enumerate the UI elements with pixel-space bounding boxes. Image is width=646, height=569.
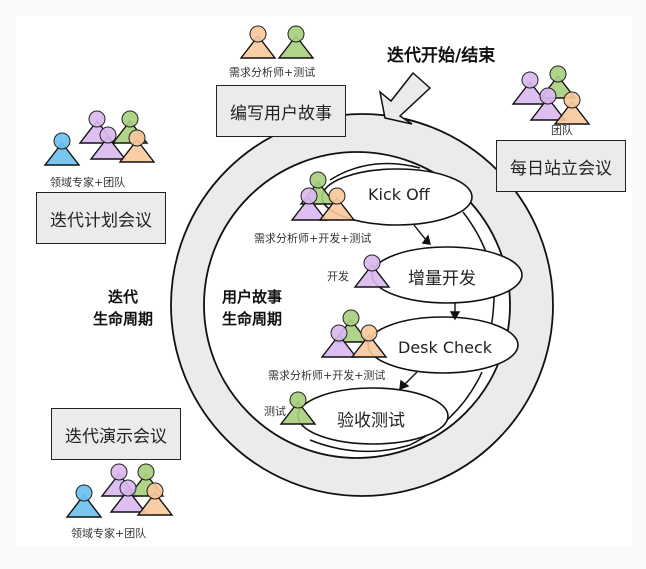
person-icon-developer [350,324,388,358]
incremental-dev-roles: 开发 [327,270,349,283]
iteration-ring-inner [203,151,511,459]
person-icon-domain-expert [43,132,81,166]
person-icon-analyst [353,254,391,288]
person-icon-analyst [529,87,567,121]
iteration-showcase-label: 迭代演示会议 [65,426,167,447]
write-story-roles: 需求分析师+测试 [229,66,316,79]
daily-standup-label: 每日站立会议 [510,158,612,179]
write-user-story-box[interactable]: 编写用户故事 [216,85,346,137]
standup-roles: 团队 [551,124,573,137]
person-icon-developer [318,187,356,221]
person-icon-tester [277,25,315,59]
person-icon-tester [279,391,317,425]
planning-roles: 领域专家+团队 [50,176,126,189]
kick-off-label: Kick Off [368,185,430,204]
acceptance-test-roles: 测试 [264,405,286,418]
story-cycle-arc [309,371,483,453]
person-icon-developer [239,25,277,59]
kick-off-roles: 需求分析师+开发+测试 [254,232,372,245]
person-icon-analyst [320,324,358,358]
person-icon-analyst [89,126,127,160]
write-user-story-label: 编写用户故事 [230,103,332,124]
iteration-start-end-label: 迭代开始/结束 [387,46,496,66]
daily-standup-box[interactable]: 每日站立会议 [496,140,626,192]
person-icon-developer [136,482,174,516]
person-icon-developer [553,91,591,125]
iteration-start-arrow-icon [378,71,432,125]
story-lifecycle-label: 用户故事 生命周期 [221,288,282,328]
story-cycle-arc [329,162,421,181]
person-icon-analyst [290,187,328,221]
iteration-lifecycle-label: 迭代 生命周期 [92,288,153,328]
person-icon-analyst [109,479,147,513]
iteration-showcase-box[interactable]: 迭代演示会议 [51,408,181,460]
flow-arrow [449,303,461,321]
desk-check-label: Desk Check [398,338,493,357]
incremental-dev-label: 增量开发 [408,269,476,289]
iteration-planning-label: 迭代计划会议 [50,210,152,231]
person-icon-developer [118,129,156,163]
desk-check-roles: 需求分析师+开发+测试 [268,369,386,382]
showcase-roles: 领域专家+团队 [71,527,147,540]
flow-arrow [413,224,431,245]
person-icon-analyst [511,71,549,105]
person-icon-domain-expert [65,484,103,518]
iteration-planning-box[interactable]: 迭代计划会议 [36,192,166,244]
acceptance-test-label: 验收测试 [337,411,405,431]
flow-arrow [399,371,418,391]
